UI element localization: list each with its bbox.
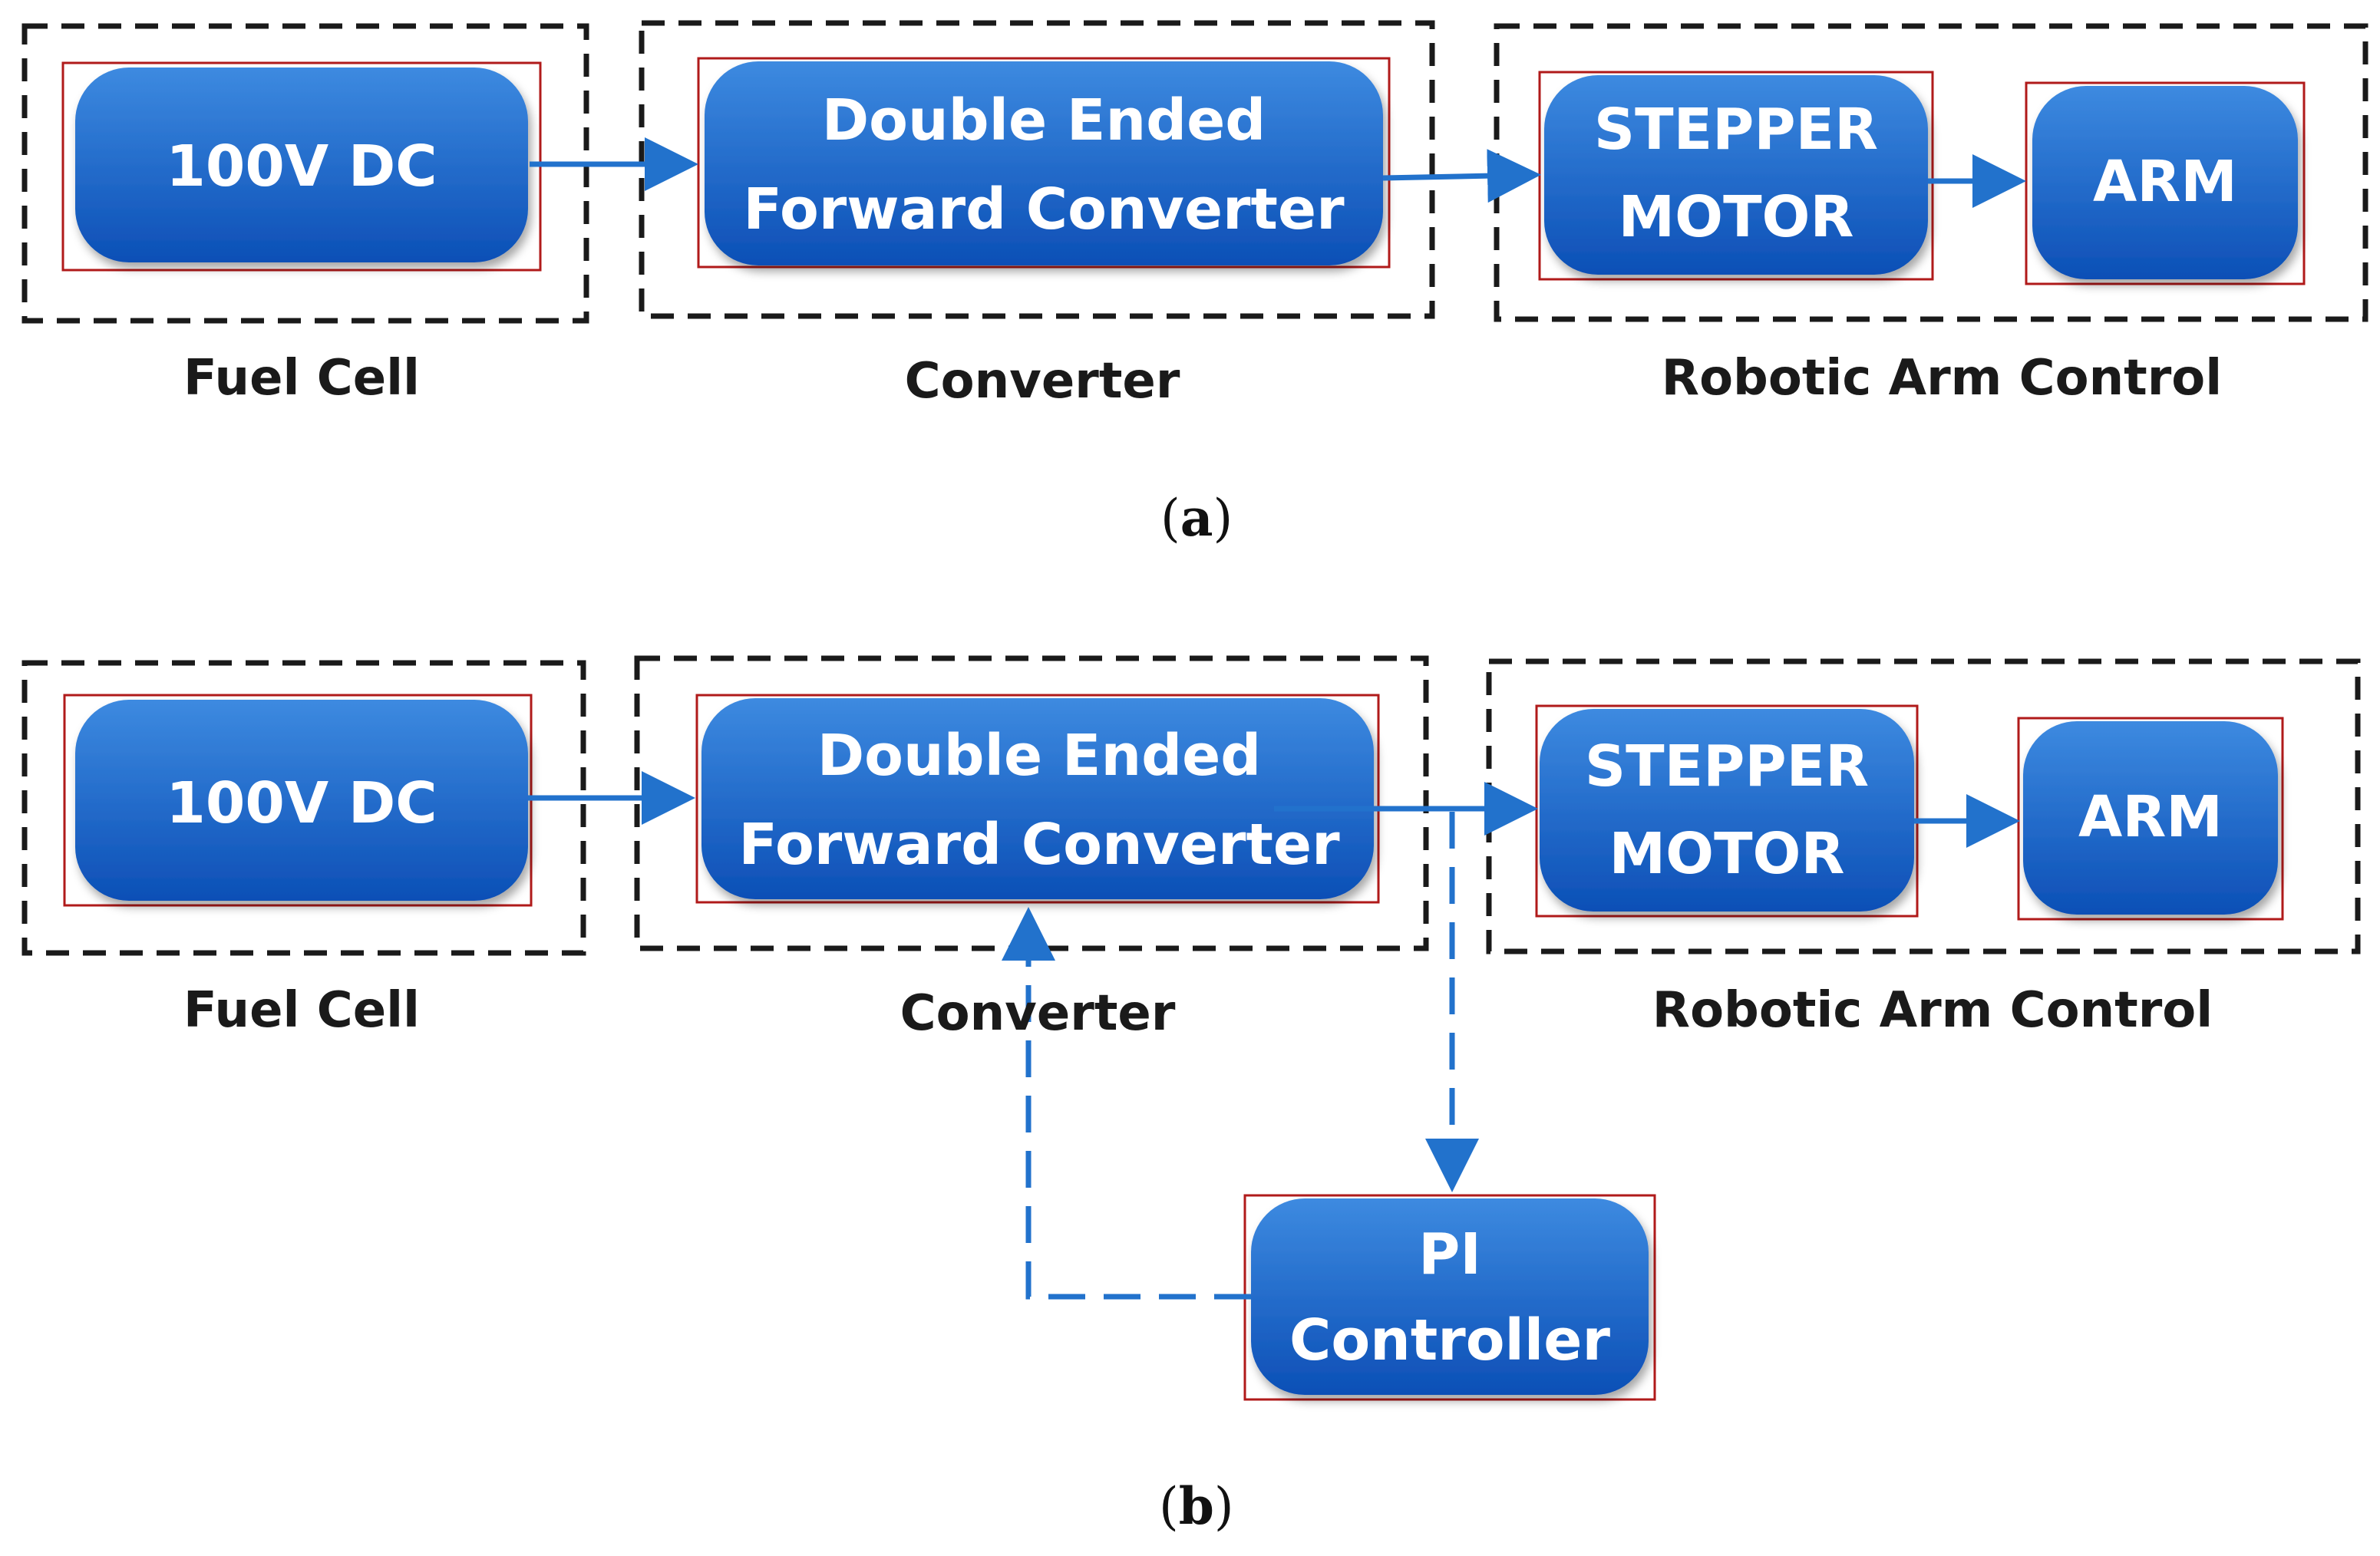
group-label-robotic-arm-control-b: Robotic Arm Control (1652, 982, 2213, 1039)
panel-b: 100V DC Double Ended Forward Converter S… (21, 655, 2361, 1536)
panel-a: 100V DC Double Ended Forward Converter S… (21, 20, 2368, 548)
group-label-robotic-arm-control: Robotic Arm Control (1662, 350, 2222, 407)
block-arm: ARM (2025, 81, 2306, 285)
group-label-fuel-cell-b: Fuel Cell (183, 982, 420, 1039)
group-label-converter-b: Converter (900, 985, 1176, 1042)
group-converter-border (639, 20, 1435, 319)
block-stepper-line-2: MOTOR (1619, 184, 1854, 250)
block-double-ended-forward-converter: Double Ended Forward Converter (697, 57, 1391, 269)
group-fuel-cell-border-b (21, 660, 586, 956)
panel-a-caption: (a) (1160, 488, 1233, 548)
block-stepper-line-1-b: STEPPER (1585, 733, 1869, 799)
block-converter-line-2: Forward Converter (743, 176, 1345, 242)
block-100v-dc: 100V DC (61, 61, 542, 272)
block-stepper-line-2-b: MOTOR (1609, 821, 1845, 887)
block-converter-line-2-b: Forward Converter (738, 812, 1340, 878)
block-arm-label: ARM (2093, 149, 2237, 215)
block-double-ended-forward-converter-b: Double Ended Forward Converter (695, 694, 1380, 904)
block-arm-label-b: ARM (2078, 784, 2223, 850)
block-100v-dc-b: 100V DC (63, 694, 533, 907)
block-pi-line-1: PI (1418, 1221, 1481, 1287)
block-stepper-line-1: STEPPER (1594, 97, 1878, 163)
block-100v-dc-label: 100V DC (166, 134, 437, 199)
block-stepper-motor: STEPPER MOTOR (1538, 71, 1934, 281)
block-stepper-motor-b: STEPPER MOTOR (1535, 704, 1919, 918)
panel-b-caption: (b) (1159, 1476, 1234, 1536)
block-converter-line-1: Double Ended (822, 87, 1266, 153)
feedback-controller-to-converter (1002, 907, 1251, 1300)
arrow-converter-to-motor (1382, 149, 1541, 203)
group-robotic-arm-control-border-b (1486, 658, 2361, 954)
block-100v-dc-label-b: 100V DC (166, 770, 437, 836)
block-arm-b: ARM (2017, 717, 2284, 921)
block-converter-line-1-b: Double Ended (817, 723, 1262, 789)
group-label-fuel-cell: Fuel Cell (183, 350, 420, 407)
block-pi-line-2: Controller (1289, 1307, 1610, 1373)
group-fuel-cell-border (21, 23, 589, 324)
group-label-converter: Converter (905, 353, 1180, 410)
block-pi-controller: PI Controller (1243, 1194, 1656, 1401)
